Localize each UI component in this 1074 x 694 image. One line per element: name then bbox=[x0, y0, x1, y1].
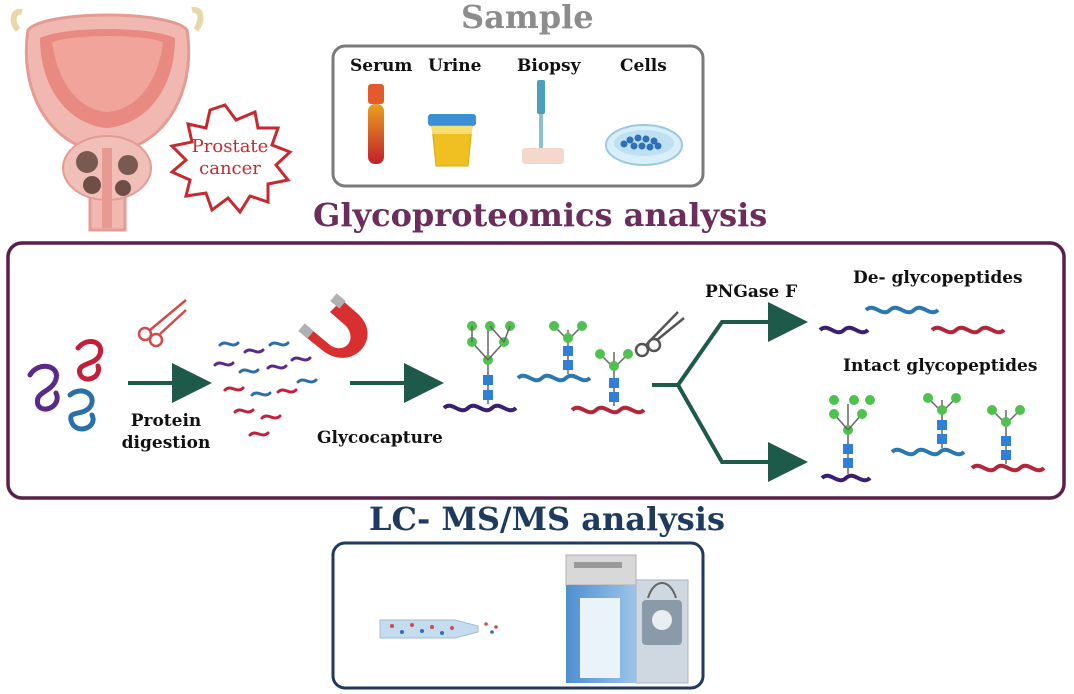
pngase-label: PNGase F bbox=[705, 282, 798, 302]
urine-cup-icon bbox=[428, 114, 476, 167]
prostate-cancer-line2: cancer bbox=[199, 158, 261, 179]
sample-label-serum: Serum bbox=[350, 56, 413, 76]
mass-spectrometer-icon bbox=[565, 554, 689, 684]
glyco-title: Glycoproteomics analysis bbox=[313, 196, 768, 234]
glyco-box bbox=[6, 241, 1066, 500]
glycocapture-label: Glycocapture bbox=[317, 428, 443, 448]
petri-dish-icon bbox=[605, 124, 683, 166]
protein-digestion-line1: Protein bbox=[130, 411, 202, 431]
intact-glycopeptides bbox=[820, 393, 1046, 483]
lc-column-icon bbox=[379, 619, 498, 639]
scissors-icon bbox=[137, 299, 187, 348]
protein-tangle bbox=[27, 338, 104, 432]
magnet-icon bbox=[298, 293, 368, 358]
prostate-icon bbox=[10, 6, 204, 232]
intact-glycopeptides-label: Intact glycopeptides bbox=[843, 356, 1038, 376]
biopsy-needle-icon bbox=[522, 80, 564, 164]
pngase-scissors-icon bbox=[634, 311, 685, 358]
prostate-cancer-label: Prostate cancer bbox=[184, 136, 276, 180]
sample-label-cells: Cells bbox=[620, 56, 667, 76]
branch-arrows bbox=[652, 302, 808, 482]
captured-glycopeptides bbox=[442, 321, 646, 415]
sample-label-biopsy: Biopsy bbox=[517, 56, 581, 76]
protein-digestion-label: Protein digestion bbox=[118, 410, 214, 454]
cancer-starburst bbox=[168, 103, 293, 215]
digested-peptides bbox=[213, 341, 318, 437]
lcms-title: LC- MS/MS analysis bbox=[369, 500, 725, 538]
prostate-cancer-line1: Prostate bbox=[191, 136, 269, 157]
protein-digestion-line2: digestion bbox=[121, 433, 211, 453]
serum-tube-icon bbox=[368, 84, 384, 164]
sample-title: Sample bbox=[461, 0, 594, 36]
sample-label-urine: Urine bbox=[428, 56, 482, 76]
deglycopeptides-label: De- glycopeptides bbox=[853, 268, 1023, 288]
deglycopeptides bbox=[818, 305, 1006, 335]
